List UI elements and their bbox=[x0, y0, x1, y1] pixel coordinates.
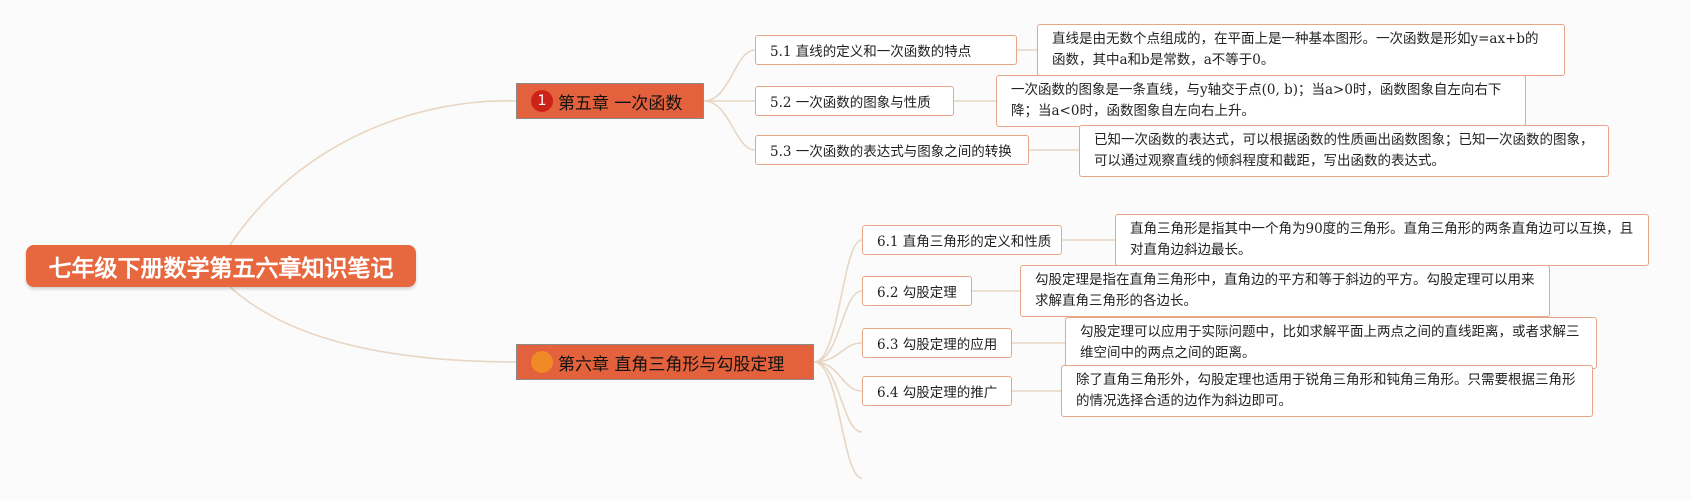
root-title: 七年级下册数学第五六章知识笔记 bbox=[48, 256, 394, 282]
section-6-3[interactable]: 6.3 勾股定理的应用 bbox=[862, 328, 1012, 358]
section-5-3-title: 5.3 一次函数的表达式与图象之间的转换 bbox=[770, 144, 1012, 160]
section-5-2-title: 5.2 一次函数的图象与性质 bbox=[770, 95, 931, 111]
section-6-4[interactable]: 6.4 勾股定理的推广 bbox=[862, 376, 1012, 406]
link-root-ch5 bbox=[229, 100, 517, 246]
link-ch5-s3 bbox=[703, 100, 756, 151]
link-ch6-s3 bbox=[813, 342, 863, 363]
link-root-ch6 bbox=[229, 286, 517, 363]
orange-circle-marker-icon bbox=[531, 351, 553, 373]
section-5-1[interactable]: 5.1 直线的定义和一次函数的特点 bbox=[755, 35, 1017, 65]
chapter-6-title: 第六章 直角三角形与勾股定理 bbox=[558, 354, 785, 375]
section-5-1-description[interactable]: 直线是由无数个点组成的，在平面上是一种基本图形。一次函数是形如y=ax+b的函数… bbox=[1037, 24, 1565, 76]
section-6-2-title: 6.2 勾股定理 bbox=[877, 285, 957, 301]
section-6-1[interactable]: 6.1 直角三角形的定义和性质 bbox=[862, 225, 1062, 255]
link-ch5-s1 bbox=[703, 49, 756, 102]
priority-marker-icon: 1 bbox=[531, 90, 553, 112]
root-topic[interactable]: 七年级下册数学第五六章知识笔记 bbox=[26, 245, 416, 287]
section-6-3-title: 6.3 勾股定理的应用 bbox=[877, 337, 998, 353]
section-6-1-description[interactable]: 直角三角形是指其中一个角为90度的三角形。直角三角形的两条直角边可以互换，且对直… bbox=[1115, 214, 1649, 266]
chapter-6-topic[interactable]: 第六章 直角三角形与勾股定理 bbox=[516, 344, 814, 380]
link-ch6-branch-b bbox=[813, 361, 863, 479]
link-ch6-branch-a bbox=[813, 361, 863, 433]
section-5-2[interactable]: 5.2 一次函数的图象与性质 bbox=[755, 86, 954, 116]
section-6-4-title: 6.4 勾股定理的推广 bbox=[877, 385, 998, 401]
link-ch6-s1 bbox=[813, 239, 863, 363]
section-6-2[interactable]: 6.2 勾股定理 bbox=[862, 276, 972, 306]
section-5-1-title: 5.1 直线的定义和一次函数的特点 bbox=[770, 44, 972, 60]
section-6-2-description[interactable]: 勾股定理是指在直角三角形中，直角边的平方和等于斜边的平方。勾股定理可以用来求解直… bbox=[1020, 265, 1550, 317]
section-6-3-description[interactable]: 勾股定理可以应用于实际问题中，比如求解平面上两点之间的直线距离，或者求解三维空间… bbox=[1065, 317, 1597, 369]
section-5-3[interactable]: 5.3 一次函数的表达式与图象之间的转换 bbox=[755, 135, 1029, 165]
link-ch6-s2 bbox=[813, 290, 863, 363]
section-6-4-description[interactable]: 除了直角三角形外，勾股定理也适用于锐角三角形和钝角三角形。只需要根据三角形的情况… bbox=[1061, 365, 1593, 417]
section-6-1-title: 6.1 直角三角形的定义和性质 bbox=[877, 234, 1052, 250]
section-5-2-description[interactable]: 一次函数的图象是一条直线，与y轴交于点(0, b)；当a>0时，函数图象自左向右… bbox=[996, 75, 1526, 127]
section-5-3-description[interactable]: 已知一次函数的表达式，可以根据函数的性质画出函数图象；已知一次函数的图象，可以通… bbox=[1079, 125, 1609, 177]
chapter-5-topic[interactable]: 1 第五章 一次函数 bbox=[516, 83, 704, 119]
chapter-5-title: 第五章 一次函数 bbox=[558, 93, 683, 114]
